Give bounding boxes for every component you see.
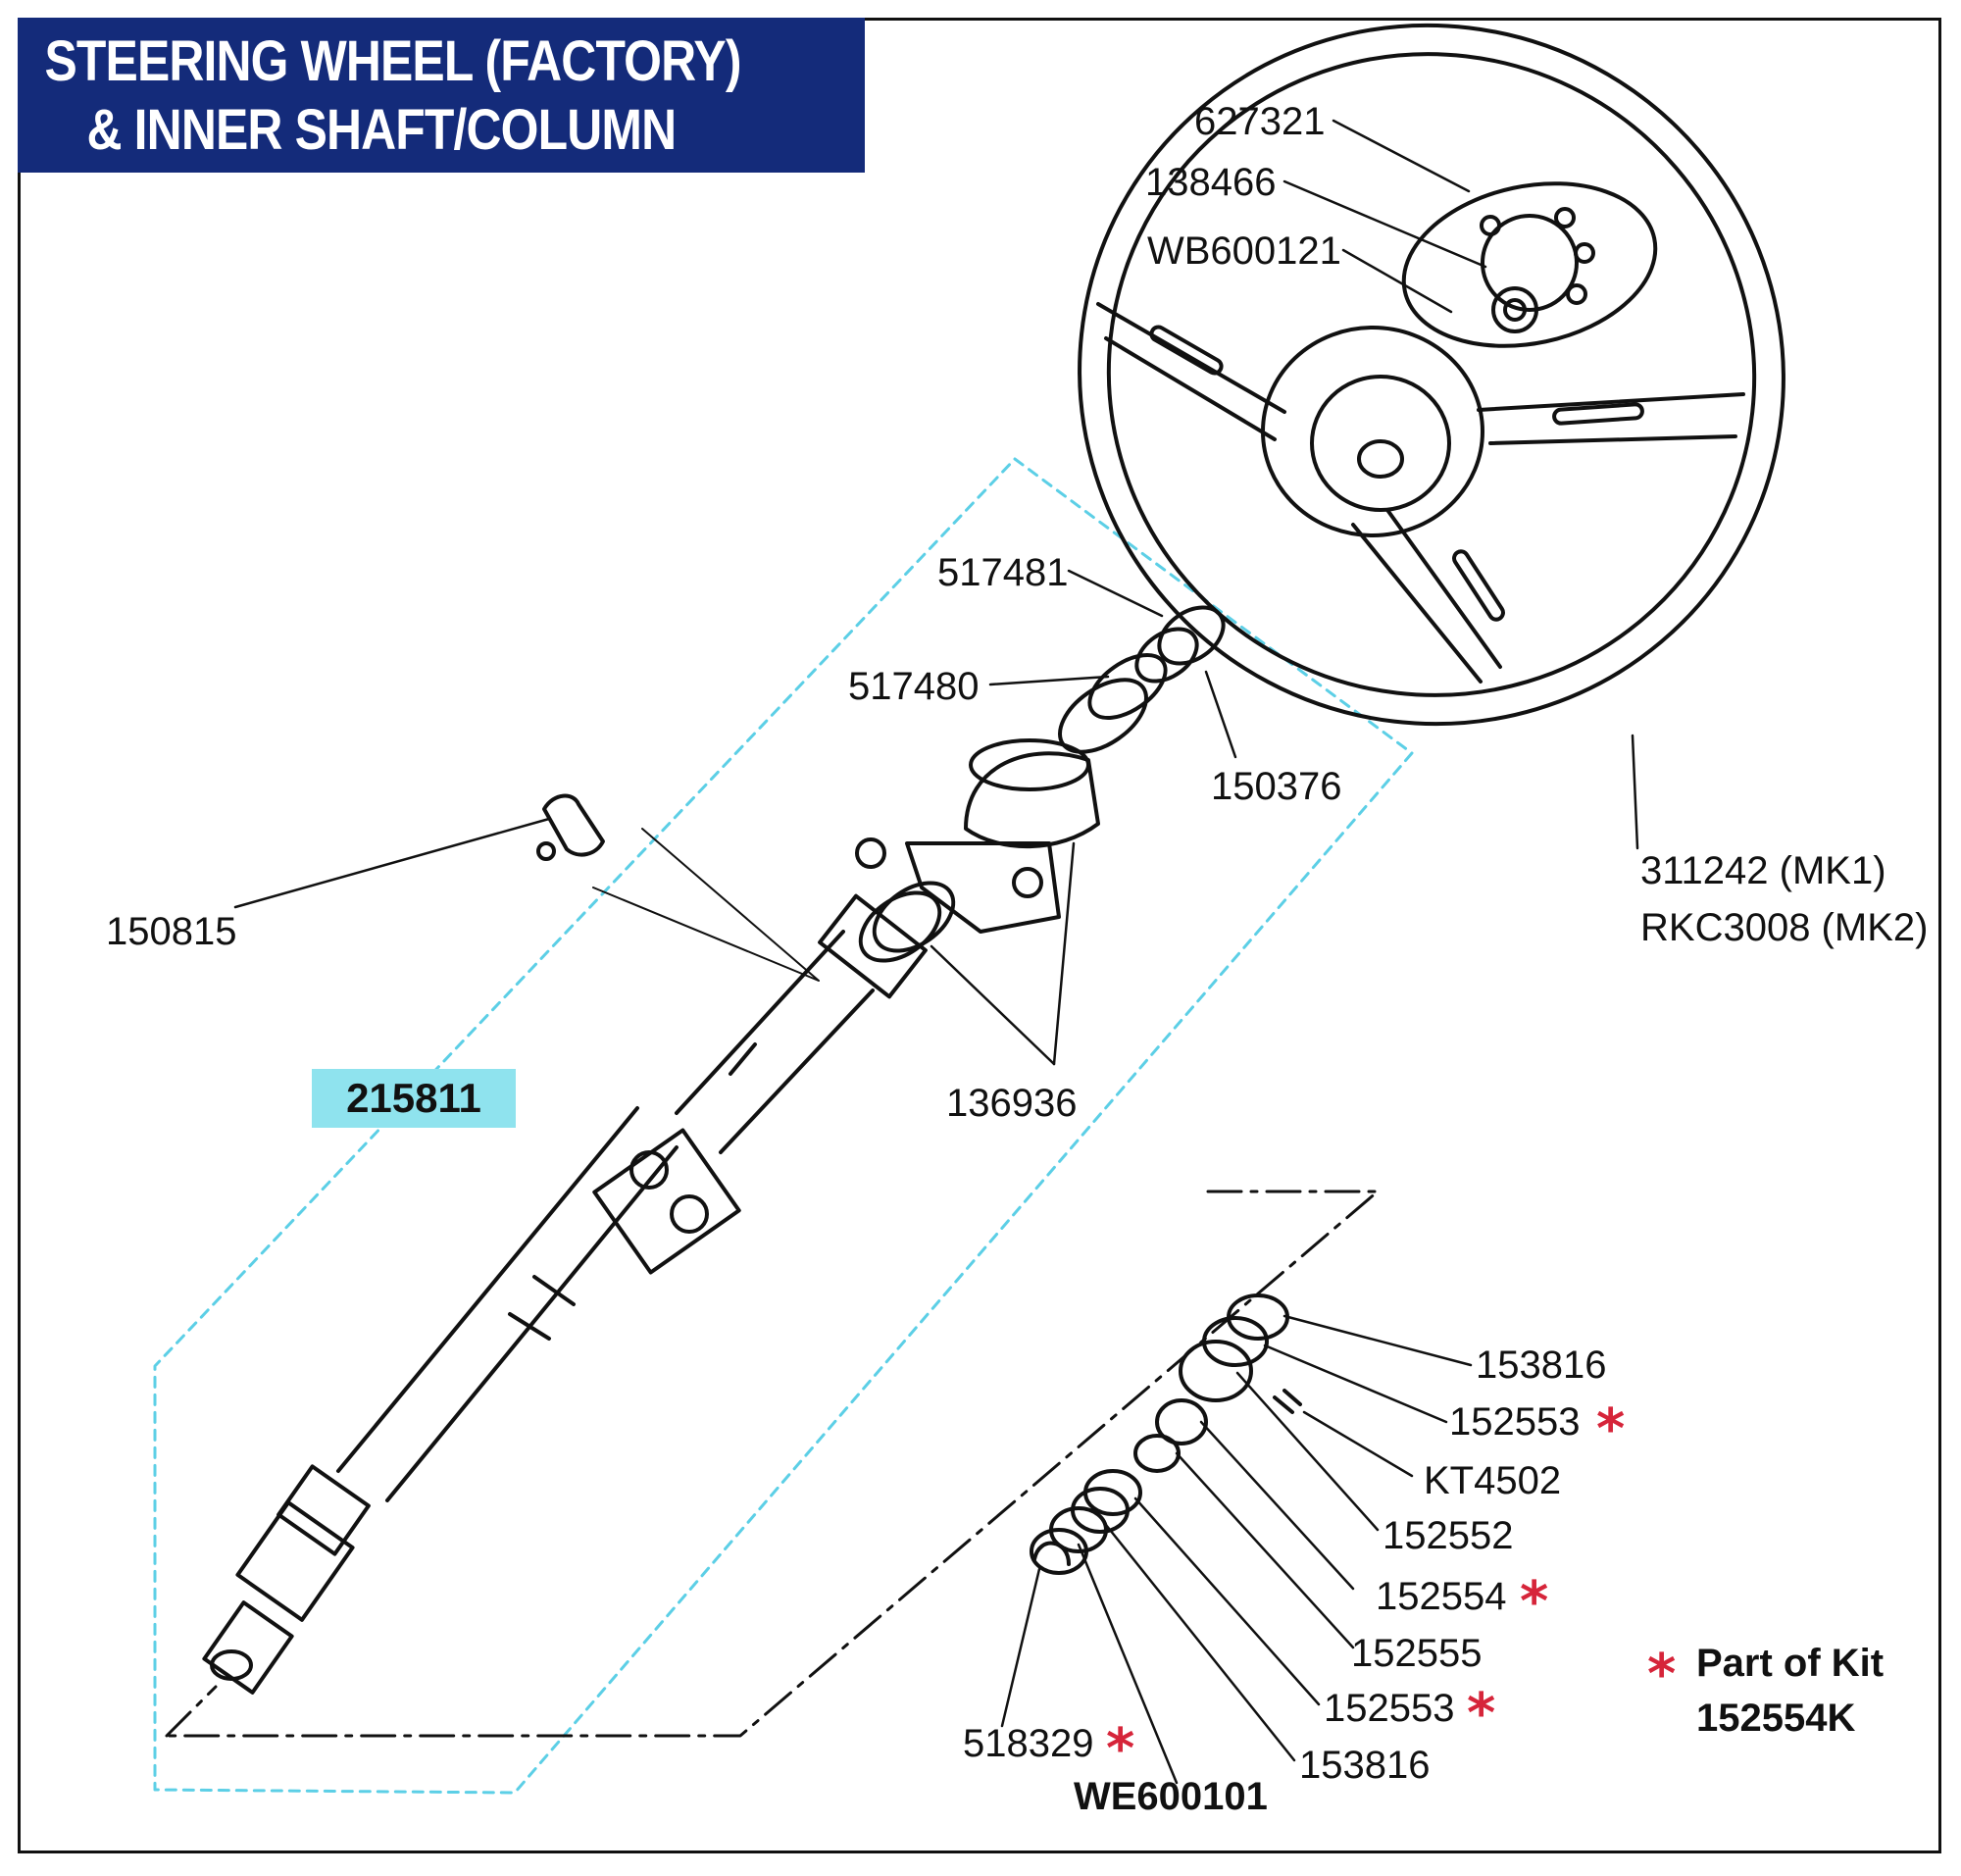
asterisk-icon: *: [1106, 1717, 1135, 1781]
label-311242-mk1: 311242 (MK1): [1640, 849, 1886, 892]
kit-legend-line1: Part of Kit: [1696, 1642, 1885, 1685]
asterisk-icon: *: [1520, 1570, 1549, 1634]
label-215811: 215811: [346, 1075, 481, 1121]
label-153816-top: 153816: [1476, 1344, 1607, 1387]
kit-legend: Part of Kit 152554K: [1696, 1636, 1884, 1746]
label-KT4502: KT4502: [1424, 1459, 1562, 1502]
label-152553-bottom: 152553: [1324, 1687, 1455, 1730]
asterisk-icon: *: [1647, 1643, 1677, 1706]
label-RKC3008-mk2: RKC3008 (MK2): [1640, 906, 1929, 949]
label-152554: 152554: [1376, 1575, 1507, 1618]
title-line-2: & INNER SHAFT/COLUMN: [86, 98, 678, 162]
label-150815: 150815: [106, 910, 237, 953]
label-152553-top: 152553: [1449, 1400, 1581, 1444]
label-WE600101: WE600101: [1074, 1775, 1268, 1818]
column-shaft: [202, 605, 1226, 1695]
assembly-215811-tag: 215811: [312, 1069, 516, 1128]
label-518329: 518329: [963, 1722, 1094, 1765]
label-152555: 152555: [1351, 1632, 1483, 1675]
diagram-frame: [18, 18, 1941, 1853]
leader-lines: [233, 119, 1639, 1785]
label-152552: 152552: [1383, 1514, 1514, 1557]
kit-legend-line2: 152554K: [1696, 1697, 1856, 1740]
lower-bush-group-outline: [165, 1190, 1380, 1738]
asterisk-icon: *: [1596, 1397, 1626, 1461]
title-line-1: STEERING WHEEL (FACTORY): [44, 29, 742, 93]
label-517481: 517481: [937, 551, 1069, 594]
label-517480: 517480: [848, 665, 980, 708]
asterisk-icon: *: [1467, 1682, 1496, 1746]
label-153816-bottom: 153816: [1299, 1744, 1431, 1787]
label-138466: 138466: [1145, 161, 1277, 204]
label-150376: 150376: [1211, 765, 1342, 808]
label-627321: 627321: [1194, 100, 1326, 143]
label-136936: 136936: [946, 1082, 1078, 1125]
title-banner: STEERING WHEEL (FACTORY) & INNER SHAFT/C…: [18, 18, 865, 173]
assembly-215811-outline: [153, 457, 1414, 1795]
steering-wheel: [1078, 23, 1785, 727]
label-WB600121: WB600121: [1147, 229, 1341, 273]
